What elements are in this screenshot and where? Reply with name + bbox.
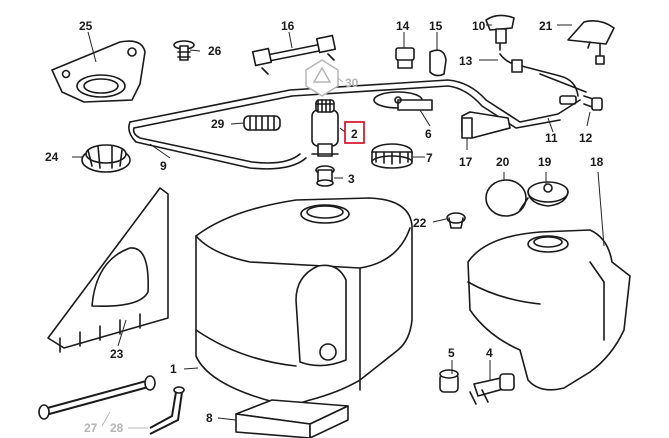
washer-reservoir-drawing[interactable] <box>195 197 413 407</box>
callout-30[interactable]: 30 <box>345 76 359 90</box>
spring-sleeve-drawing[interactable] <box>243 115 281 131</box>
leader-lines <box>72 24 605 429</box>
washer-jet-2-drawing[interactable] <box>567 20 615 65</box>
callout-29[interactable]: 29 <box>211 117 225 131</box>
tank-lid-drawing[interactable] <box>485 179 527 217</box>
push-rivet-drawing[interactable] <box>173 40 195 61</box>
callout-16[interactable]: 16 <box>281 19 295 33</box>
callout-24[interactable]: 24 <box>45 150 59 164</box>
callout-18[interactable]: 18 <box>590 155 604 169</box>
callout-21[interactable]: 21 <box>539 19 553 33</box>
selected-part-highlight <box>344 121 365 144</box>
callout-7[interactable]: 7 <box>426 151 433 165</box>
bracket-drawing[interactable] <box>51 40 146 103</box>
second-reservoir-drawing[interactable] <box>467 229 631 391</box>
callout-8[interactable]: 8 <box>206 411 213 425</box>
callout-10[interactable]: 10 <box>472 19 486 33</box>
grommet-drawing[interactable] <box>315 165 335 187</box>
hose-clip-drawing[interactable] <box>251 34 337 75</box>
callout-22[interactable]: 22 <box>413 216 427 230</box>
washer-jet-drawing[interactable] <box>485 14 515 51</box>
callout-4[interactable]: 4 <box>486 346 493 360</box>
callout-26[interactable]: 26 <box>208 44 222 58</box>
filler-cap-drawing[interactable] <box>81 144 131 173</box>
hose-connectors-drawing[interactable] <box>499 53 603 111</box>
washer-hose-drawing[interactable] <box>128 79 581 170</box>
plug-drawing[interactable] <box>446 212 466 229</box>
foam-pad-drawing[interactable] <box>235 399 349 438</box>
callout-28[interactable]: 28 <box>110 421 124 435</box>
clip-15-drawing[interactable] <box>429 49 447 77</box>
elbow-connector-drawing[interactable] <box>149 386 185 435</box>
washer-pump-drawing[interactable] <box>311 99 339 157</box>
callout-15[interactable]: 15 <box>429 19 443 33</box>
connecting-tube-drawing[interactable] <box>38 375 156 420</box>
callout-2[interactable]: 2 <box>351 127 358 141</box>
warning-nut-drawing[interactable] <box>305 59 339 97</box>
bracket-plate-drawing[interactable] <box>373 91 433 111</box>
bushing-drawing[interactable] <box>439 369 459 393</box>
callout-5[interactable]: 5 <box>448 346 455 360</box>
callout-9[interactable]: 9 <box>160 159 167 173</box>
callout-19[interactable]: 19 <box>538 155 552 169</box>
callout-12[interactable]: 12 <box>579 131 593 145</box>
hose-bracket-drawing[interactable] <box>461 111 511 139</box>
clip-14-drawing[interactable] <box>395 47 415 69</box>
callout-25[interactable]: 25 <box>79 19 93 33</box>
callout-27[interactable]: 27 <box>84 421 98 435</box>
tank-cap-drawing[interactable] <box>519 181 569 211</box>
callout-6[interactable]: 6 <box>425 127 432 141</box>
callouts: 1 2 3 4 5 6 7 8 9 10 11 12 13 14 15 16 1… <box>45 19 604 435</box>
callout-3[interactable]: 3 <box>348 172 355 186</box>
triangle-bracket-drawing[interactable] <box>47 187 169 353</box>
callout-14[interactable]: 14 <box>396 19 410 33</box>
callout-13[interactable]: 13 <box>459 54 473 68</box>
level-sensor-drawing[interactable] <box>469 373 515 405</box>
callout-23[interactable]: 23 <box>110 347 124 361</box>
filter-cap-drawing[interactable] <box>371 143 413 169</box>
callout-11[interactable]: 11 <box>545 131 558 145</box>
callout-17[interactable]: 17 <box>459 155 473 169</box>
callout-20[interactable]: 20 <box>496 155 510 169</box>
callout-1[interactable]: 1 <box>170 362 177 376</box>
